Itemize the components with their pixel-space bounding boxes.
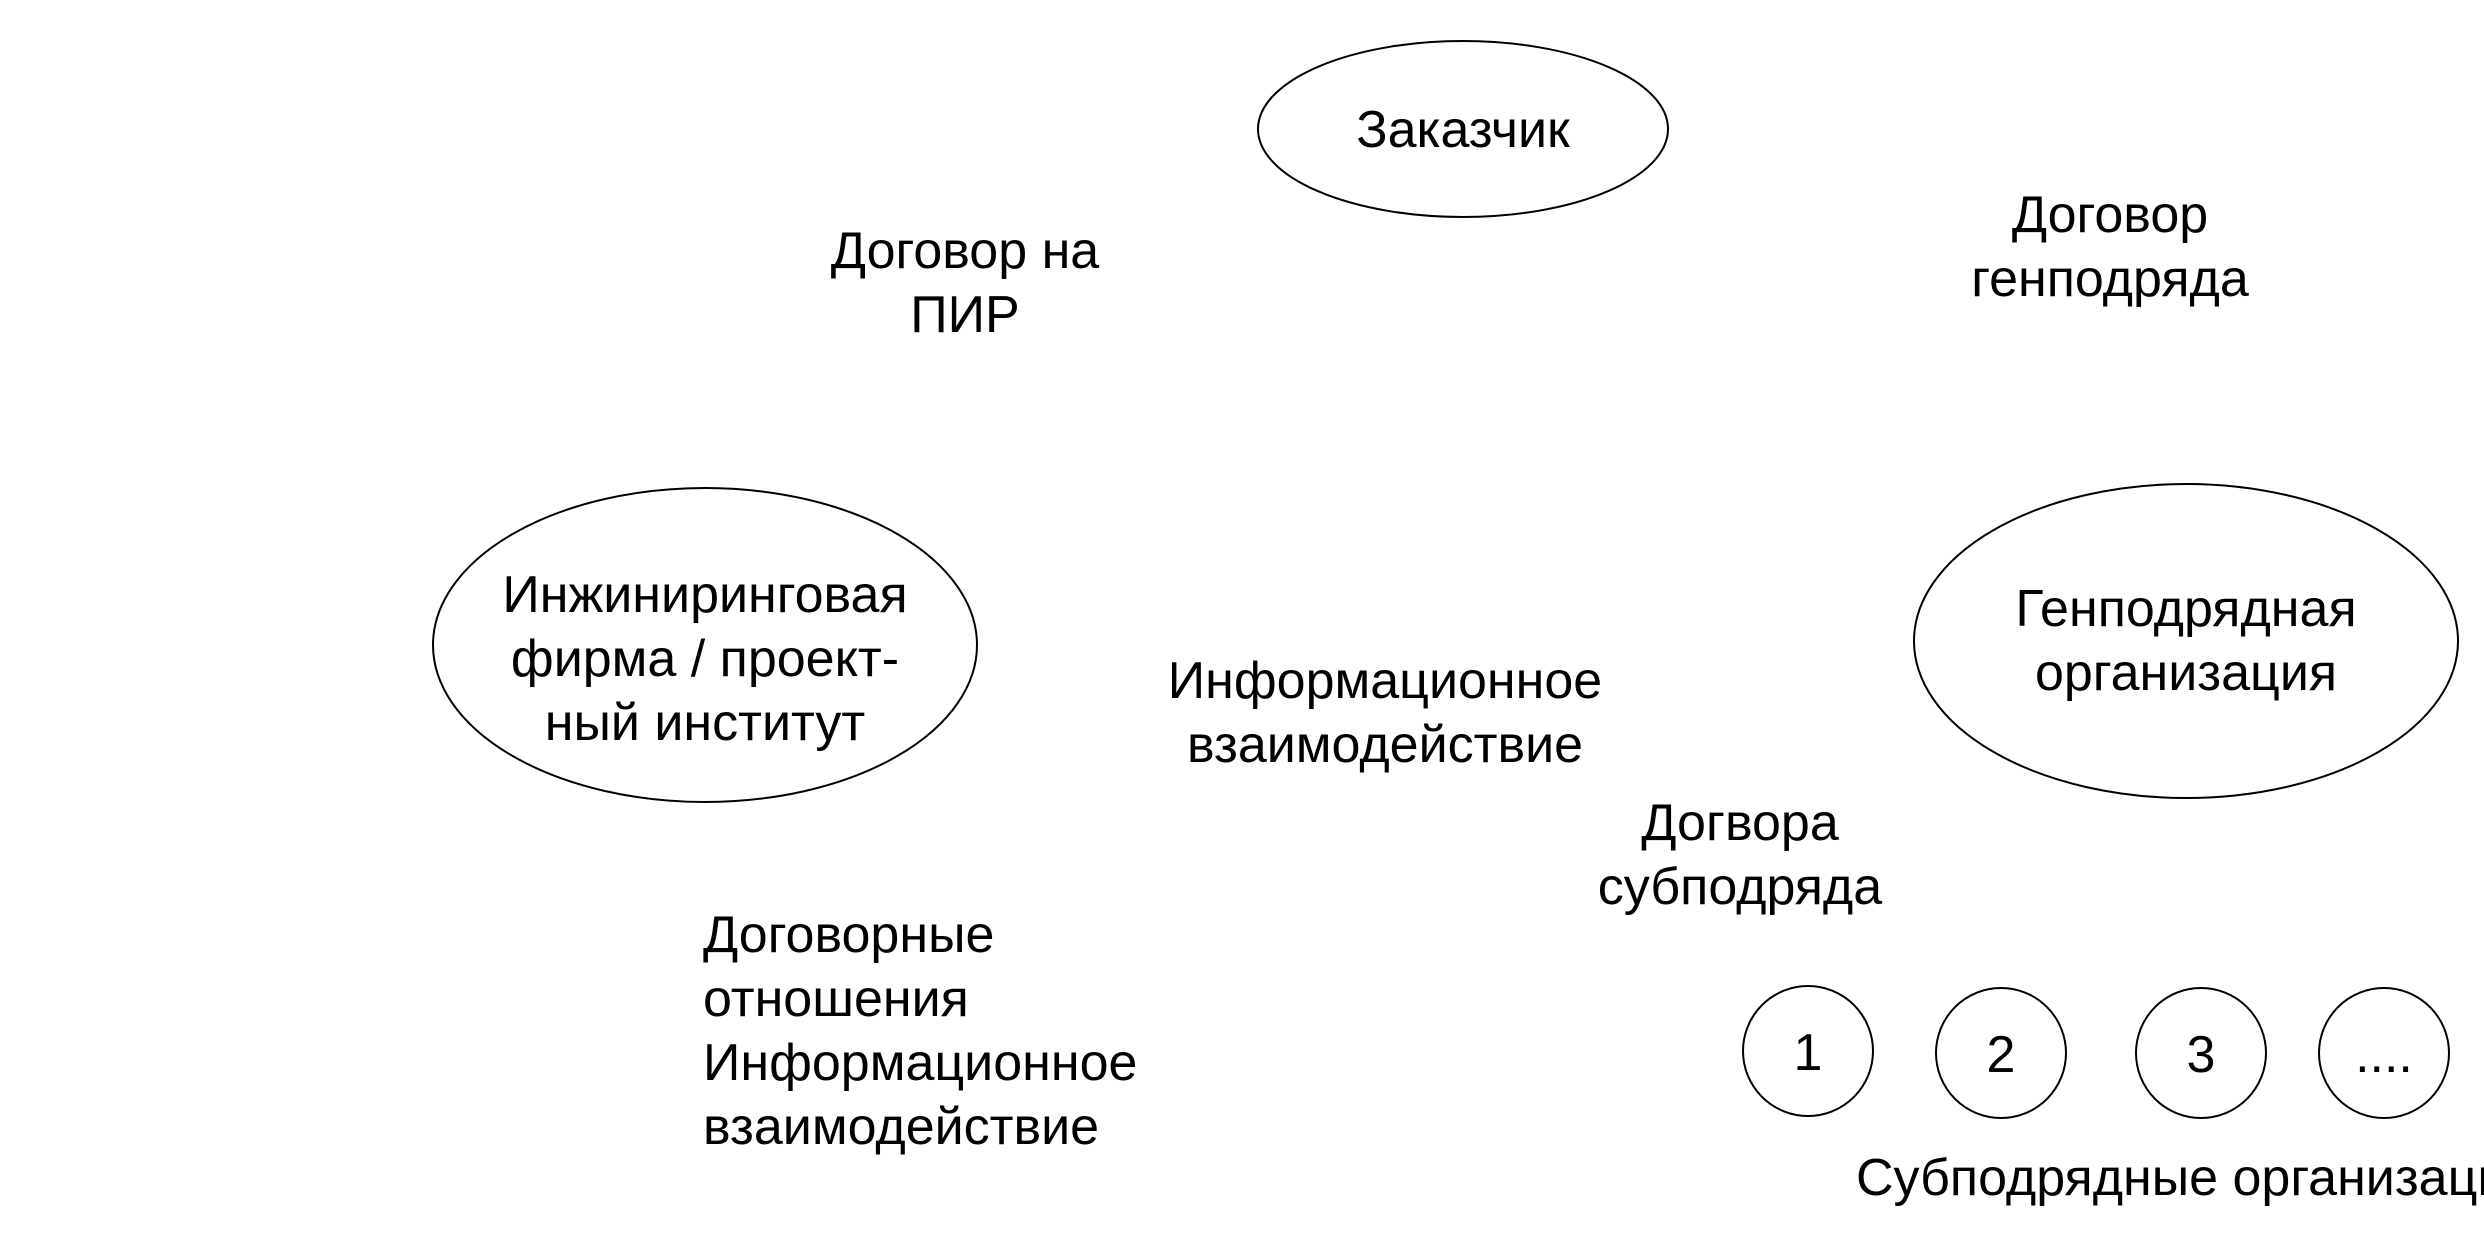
customer-label: Заказчик [1356,101,1570,159]
subcontractor-3-label: 3 [2186,1026,2216,1084]
subcontractors-group-label: Субподрядные организации [1856,1149,2484,1207]
subcontractor-1-label: 1 [1793,1024,1823,1082]
subcontractor-3-node [2135,987,2267,1119]
subcontractor-1-node [1742,985,1874,1117]
subcontractor-more-label: .... [2355,1026,2413,1084]
customer-node [1257,40,1669,218]
subcontractor-2-label: 2 [1986,1026,2016,1084]
subcontracts-label: Догвора субподряда [1597,794,1883,916]
legend-text: Договорные отношения Информационное взаи… [703,906,1138,1156]
subcontractor-more-node [2318,987,2450,1119]
info-interaction-label: Информационное взаимодействие [1167,652,1603,774]
engineering-label: Инжиниринговая фирма / проект- ный инсти… [502,566,908,752]
general-contractor-label: Генподрядная организация [2015,580,2357,702]
engineering-node [432,487,978,803]
design-contract-label: Договор на ПИР [830,222,1100,344]
general-contract-label: Договор генподряда [1971,186,2249,308]
subcontractor-2-node [1935,987,2067,1119]
general-contractor-node [1913,483,2459,799]
